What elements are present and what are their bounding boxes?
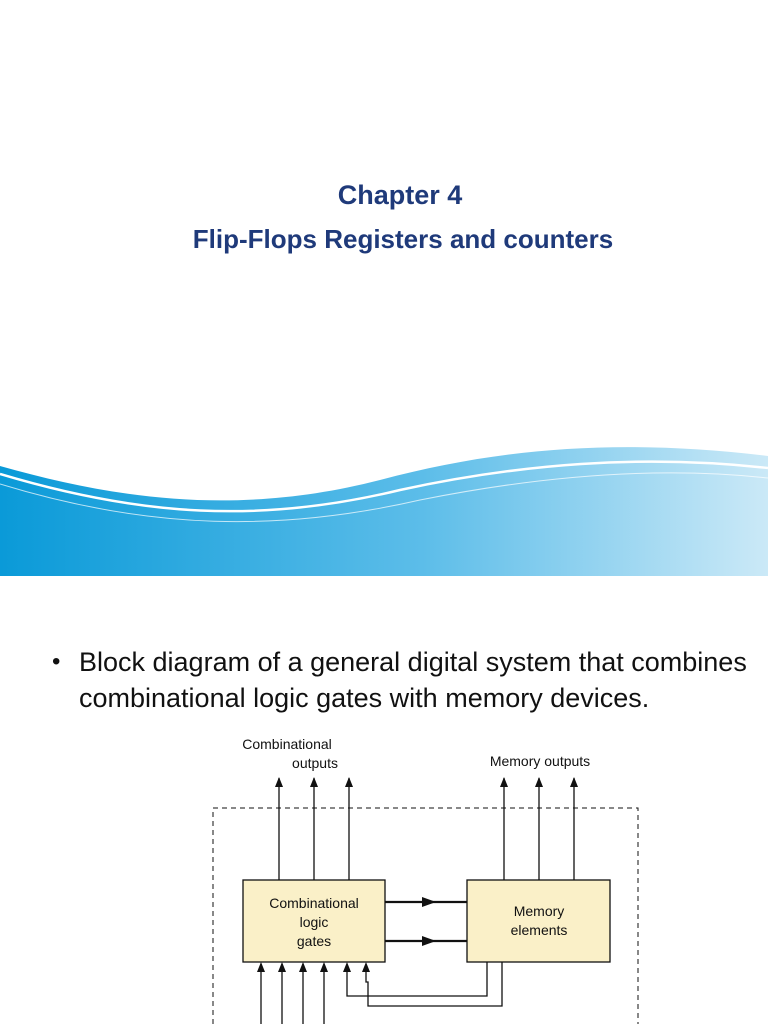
comb-block-label-2: logic [300,914,329,930]
feedback-arrowhead [362,962,370,972]
memory-elements-block [466,879,611,963]
decorative-wave [0,447,768,576]
memory-feedback-line [365,962,503,1007]
bullet-text: Block diagram of a general digital syste… [79,647,747,713]
input-arrowhead [320,962,328,972]
combinational-outputs-label-1: Combinational [242,736,332,752]
comb-to-memory-arrowhead [422,936,436,946]
combinational-outputs-label-2: outputs [292,755,338,771]
title-slide: Chapter 4 Flip-Flops Registers and count… [0,180,768,576]
memory-feedback-line [346,962,488,997]
input-arrowhead [299,962,307,972]
combinational-logic-block [242,879,386,963]
mem-block-label-1: Memory [514,903,565,919]
digital-system-block-diagram: Combinational outputs Memory outputs Com… [212,736,639,1024]
comb-block-label-1: Combinational [269,895,359,911]
memory-outputs-label: Memory outputs [490,753,590,769]
feedback-arrowhead [343,962,351,972]
mem-block-label-2: elements [511,922,568,938]
input-arrowhead [257,962,265,972]
comb-to-memory-arrowhead [422,897,436,907]
bullet-marker: • [52,648,61,675]
chapter-subtitle: Flip-Flops Registers and counters [192,224,614,254]
chapter-title: Chapter 4 [337,180,463,210]
comb-block-label-3: gates [297,933,331,949]
input-arrowhead [278,962,286,972]
system-boundary [212,807,639,1024]
